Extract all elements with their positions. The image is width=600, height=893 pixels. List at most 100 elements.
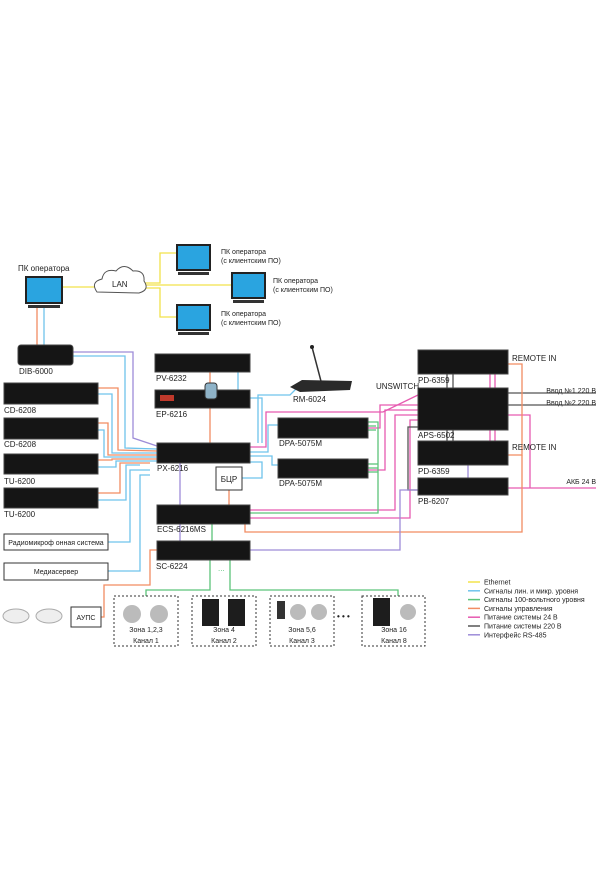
cloud-icon (93, 266, 147, 294)
pd-6359-device-2 (417, 440, 509, 466)
zone-1: Зона 1,2,3 Канал 1 (113, 595, 179, 647)
wire-power24 (250, 394, 419, 448)
smoke-detector-icon (35, 608, 63, 624)
ecs-6216ms-label: ECS-6216MS (157, 525, 206, 534)
remote-in-label-2: REMOTE IN (512, 443, 557, 452)
legend-label: Ethernet (484, 580, 511, 587)
channels-ellipsis: ... (218, 564, 225, 573)
ceiling-speaker-icon (311, 604, 327, 620)
zone-label: Зона 1,2,3 (129, 627, 163, 634)
microphone-icon (204, 382, 218, 400)
pb-6207-device (417, 477, 509, 496)
connection-lines (36, 252, 596, 618)
ep-display (160, 395, 174, 401)
ceiling-speaker-icon (150, 605, 168, 623)
sc-6224-device (156, 540, 251, 561)
wire-line-level (98, 464, 140, 501)
client-pc-sublabel: (с клиентским ПО) (221, 320, 281, 327)
tu-6200-label-1: TU-6200 (4, 477, 36, 486)
cabinet-speaker-icon (373, 598, 390, 626)
wire-line-level (98, 429, 157, 458)
gooseneck-icon (311, 346, 323, 386)
cabinet-speaker-icon (228, 599, 245, 626)
bcr-label: БЦР (221, 475, 238, 484)
wire-control (508, 363, 523, 456)
smoke-detector-icon (2, 608, 30, 624)
wire-power24 (250, 414, 418, 511)
wire-v100 (229, 560, 399, 596)
wire-line-level (108, 469, 150, 543)
zone-16: Зона 16 Канал 8 (361, 595, 426, 647)
wire-rs485 (250, 489, 418, 551)
dpa-5075m-label-1: DPA-5075M (279, 439, 322, 448)
pd-6359-label-1: PD-6359 (418, 376, 450, 385)
cd-6208-label-2: CD-6208 (4, 440, 37, 449)
operator-pc-label: ПК оператора (18, 264, 70, 273)
dpa-5075m-device-1 (277, 417, 369, 439)
media-server-box (3, 562, 109, 581)
lan-cloud: LAN (93, 266, 147, 294)
legend-label: Интерфейс RS-485 (484, 631, 547, 639)
wire-power24 (368, 404, 418, 429)
wire-line-level (242, 461, 263, 479)
channel-label: Канал 2 (211, 638, 237, 645)
mains-input-2-label: Ввод №2 220 В (546, 400, 596, 407)
legend-label: Сигналы 100-вольтного уровня (484, 597, 585, 604)
wire-line-level (250, 424, 278, 453)
bcr-box (215, 466, 243, 491)
cd-6208-device-2 (3, 417, 99, 440)
operator-pc: ПК оператора (18, 264, 70, 308)
monitor-icon (25, 276, 63, 304)
keyboard-icon (28, 305, 60, 308)
radiomic-system-label: Радиомикроф онная система (8, 540, 103, 547)
wire-line-level (73, 355, 158, 450)
zone-3: Зона 5,6 Канал 3 (269, 595, 335, 647)
zone-2: Зона 4 Канал 2 (191, 595, 257, 647)
cd-6208-device-1 (3, 382, 99, 405)
wire-line-level (108, 474, 150, 572)
wire-control (98, 422, 157, 456)
wire-power24 (508, 414, 531, 488)
ceiling-speaker-icon (290, 604, 306, 620)
legend-label: Питание системы 220 В (484, 624, 562, 631)
ecs-6216ms-device (156, 504, 251, 525)
zone-label: Зона 4 (213, 627, 235, 634)
rm-6024-paging-console: RM-6024 (290, 345, 352, 404)
monitor-icon (231, 272, 266, 299)
tu-6200-device-1 (3, 453, 99, 475)
client-pc-label: ПК оператора (221, 249, 266, 256)
rm-6024-label: RM-6024 (293, 395, 326, 404)
client-pc-label: ПК оператора (221, 311, 266, 318)
px-6216-device (156, 442, 251, 464)
wire-power24 (250, 419, 418, 519)
wire-line-level (257, 384, 301, 443)
wire-ethernet (144, 252, 177, 284)
pd-6359-device-1 (417, 349, 509, 375)
channel-label: Канал 3 (289, 638, 315, 645)
wire-control (98, 458, 157, 461)
client-pc-label: ПК оператора (273, 278, 318, 285)
radiomic-system-box (3, 533, 109, 551)
zone-label: Зона 16 (381, 627, 407, 634)
wire-v100 (145, 560, 211, 596)
monitor-icon (176, 244, 211, 271)
pv-6232-device (154, 353, 251, 373)
mains-input-1-label: Ввод №1 220 В (546, 388, 596, 395)
monitor-icon (176, 304, 211, 331)
legend-label: Питание системы 24 В (484, 615, 558, 622)
zone-label: Зона 5,6 (288, 627, 316, 634)
pb-6207-label: PB-6207 (418, 497, 450, 506)
px-6216-label: PX-6216 (157, 464, 189, 473)
keyboard-icon (233, 300, 264, 303)
wire-rs485 (73, 351, 158, 447)
client-pc-3: ПК оператора (с клиентским ПО) (176, 304, 281, 335)
wire-line-level (250, 455, 278, 466)
dpa-5075m-label-2: DPA-5075M (279, 479, 322, 488)
wire-line-level (98, 460, 157, 468)
aps-6502-label: APS-6502 (418, 431, 455, 440)
pv-6232-label: PV-6232 (156, 374, 187, 383)
wire-control (101, 549, 157, 618)
unswitch-label: UNSWITCH (376, 382, 419, 391)
media-server-label: Медиасервер (34, 569, 78, 576)
